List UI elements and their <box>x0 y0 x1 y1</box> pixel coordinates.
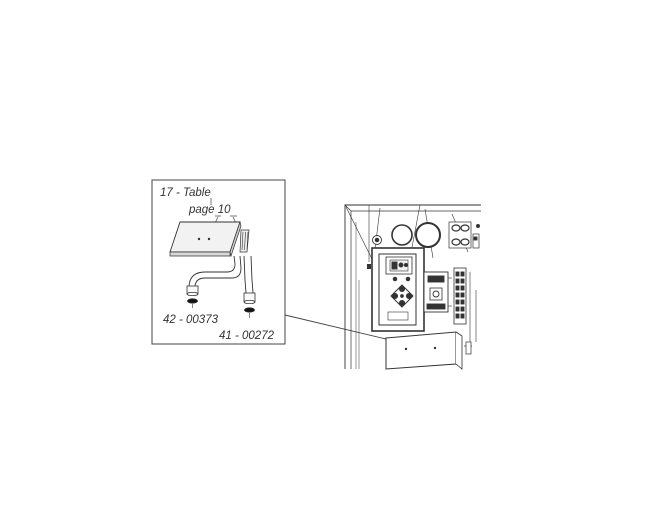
callout-part-42: 42 - 00373 <box>163 314 219 326</box>
terminal-strip <box>453 267 477 342</box>
inset-frame <box>151 179 286 345</box>
cabinet-view <box>344 204 481 370</box>
hose-pipes <box>188 255 254 294</box>
table-plate <box>169 220 250 258</box>
keypad <box>390 284 414 308</box>
control-panel <box>371 247 425 332</box>
callout-part-41: 41 - 00272 <box>219 330 275 342</box>
top-components <box>372 221 480 249</box>
mounted-table <box>372 330 472 370</box>
left-fitting <box>186 285 199 308</box>
gauge-left <box>391 224 413 246</box>
callout-table-label: 17 - Table <box>160 187 211 199</box>
gauge-right <box>415 222 441 248</box>
detail-connector-line <box>284 314 387 340</box>
callout-page-label: page 10 <box>188 204 231 216</box>
washer-42 <box>187 298 198 304</box>
right-fitting <box>243 292 256 318</box>
detail-inset: 17 - Table page 10 <box>151 179 286 345</box>
washer-41 <box>244 307 255 313</box>
relay-block <box>423 271 452 313</box>
